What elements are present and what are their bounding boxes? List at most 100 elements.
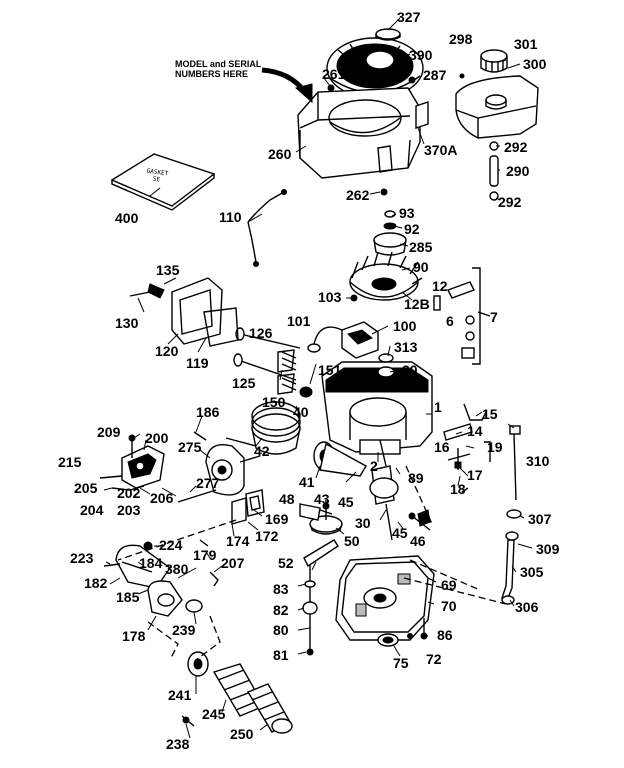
dipstick-310 bbox=[506, 425, 522, 519]
part-label-178: 178 bbox=[122, 628, 146, 644]
part-label-93: 93 bbox=[399, 205, 415, 221]
part-label-150: 150 bbox=[262, 394, 286, 410]
bracket-group-7 bbox=[433, 267, 491, 365]
part-label-151: 151 bbox=[318, 362, 342, 378]
part-label-50: 50 bbox=[344, 533, 360, 549]
part-label-30: 30 bbox=[355, 515, 371, 531]
air-filter-elements bbox=[181, 651, 293, 734]
part-label-206: 206 bbox=[150, 490, 174, 506]
part-label-239: 239 bbox=[172, 622, 196, 638]
cylinder-block-1 bbox=[321, 361, 433, 455]
muffler-275 bbox=[193, 431, 261, 496]
part-label-12: 12 bbox=[432, 278, 448, 294]
part-label-204: 204 bbox=[80, 502, 104, 518]
part-label-200: 200 bbox=[145, 430, 169, 446]
part-label-370a: 370A bbox=[424, 142, 458, 158]
seal-75 bbox=[377, 633, 399, 647]
part-label-75: 75 bbox=[393, 655, 409, 671]
part-label-6: 6 bbox=[446, 313, 454, 329]
part-label-262: 262 bbox=[346, 187, 370, 203]
part-label-207: 207 bbox=[221, 555, 245, 571]
part-label-300: 300 bbox=[523, 56, 547, 72]
bracket-169-172 bbox=[231, 489, 265, 525]
part-label-135: 135 bbox=[156, 262, 180, 278]
part-label-101: 101 bbox=[287, 313, 311, 329]
model-serial-line-2: NUMBERS HERE bbox=[175, 69, 249, 80]
part-label-179: 179 bbox=[193, 547, 217, 563]
part-label-203: 203 bbox=[117, 502, 141, 518]
part-label-42: 42 bbox=[254, 443, 270, 459]
part-label-7: 7 bbox=[490, 309, 498, 325]
fuel-tank-300 bbox=[455, 75, 539, 139]
breather-120 bbox=[129, 277, 239, 347]
part-label-16: 16 bbox=[434, 439, 450, 455]
fill-tube-305 bbox=[501, 531, 519, 605]
starter-cap-327 bbox=[375, 28, 401, 41]
part-label-82: 82 bbox=[273, 602, 289, 618]
part-label-169: 169 bbox=[265, 511, 289, 527]
part-label-400: 400 bbox=[115, 210, 139, 226]
part-label-103: 103 bbox=[318, 289, 342, 305]
part-label-184: 184 bbox=[139, 555, 163, 571]
air-cleaner-base-184 bbox=[103, 539, 219, 617]
part-label-80: 80 bbox=[273, 622, 289, 638]
part-label-100: 100 bbox=[393, 318, 417, 334]
part-label-92: 92 bbox=[404, 221, 420, 237]
part-label-260: 260 bbox=[268, 146, 292, 162]
part-label-17: 17 bbox=[467, 467, 483, 483]
model-serial-note: MODEL and SERIAL NUMBERS HERE bbox=[175, 59, 261, 80]
model-arrow bbox=[261, 67, 313, 104]
part-label-241: 241 bbox=[168, 687, 192, 703]
part-label-110: 110 bbox=[219, 209, 242, 225]
rewind-starter-390 bbox=[326, 37, 424, 99]
part-label-81: 81 bbox=[273, 647, 289, 663]
part-label-309: 309 bbox=[536, 541, 560, 557]
part-label-12b: 12B bbox=[404, 296, 430, 312]
part-label-185: 185 bbox=[116, 589, 140, 605]
part-label-48: 48 bbox=[279, 491, 295, 507]
governor-spring-43-48 bbox=[299, 503, 431, 527]
part-label-287: 287 bbox=[423, 67, 447, 83]
part-label-238: 238 bbox=[166, 736, 190, 752]
part-label-18: 18 bbox=[450, 481, 466, 497]
model-serial-line-1: MODEL and SERIAL bbox=[175, 59, 262, 69]
part-label-125: 125 bbox=[232, 375, 256, 391]
label-plate-370a bbox=[415, 101, 429, 129]
part-label-43: 43 bbox=[314, 491, 330, 507]
bolts bbox=[407, 512, 431, 640]
part-label-290: 290 bbox=[506, 163, 530, 179]
fuel-cap-301 bbox=[480, 49, 508, 73]
part-label-19: 19 bbox=[487, 439, 503, 455]
crankshaft-45 bbox=[369, 439, 399, 541]
part-label-70: 70 bbox=[441, 598, 457, 614]
part-label-275: 275 bbox=[178, 439, 202, 455]
part-label-209: 209 bbox=[97, 424, 121, 440]
part-label-215: 215 bbox=[58, 454, 82, 470]
part-label-306: 306 bbox=[515, 599, 539, 615]
part-label-245: 245 bbox=[202, 706, 226, 722]
carburetor-200 bbox=[99, 434, 217, 503]
gasket-set-400 bbox=[110, 153, 216, 211]
part-label-2: 2 bbox=[370, 458, 378, 474]
blower-housing-260 bbox=[297, 87, 421, 179]
part-label-223: 223 bbox=[70, 550, 94, 566]
part-label-90: 90 bbox=[413, 259, 429, 275]
part-label-250: 250 bbox=[230, 726, 254, 742]
part-label-46: 46 bbox=[410, 533, 426, 549]
part-label-186: 186 bbox=[196, 404, 220, 420]
sump-70 bbox=[335, 555, 435, 641]
governor-lever-52 bbox=[303, 539, 339, 568]
part-label-292b: 292 bbox=[498, 194, 522, 210]
starter-cup-285 bbox=[373, 210, 407, 256]
part-label-40: 40 bbox=[293, 404, 309, 420]
part-label-14: 14 bbox=[467, 423, 483, 439]
part-label-45b: 45 bbox=[392, 525, 408, 541]
part-label-174: 174 bbox=[226, 533, 250, 549]
fuel-line-290 bbox=[459, 73, 499, 201]
part-label-52: 52 bbox=[278, 555, 294, 571]
part-label-285: 285 bbox=[409, 239, 433, 255]
flywheel-90 bbox=[349, 251, 423, 301]
part-label-301: 301 bbox=[514, 36, 538, 52]
part-label-45a: 45 bbox=[338, 494, 354, 510]
